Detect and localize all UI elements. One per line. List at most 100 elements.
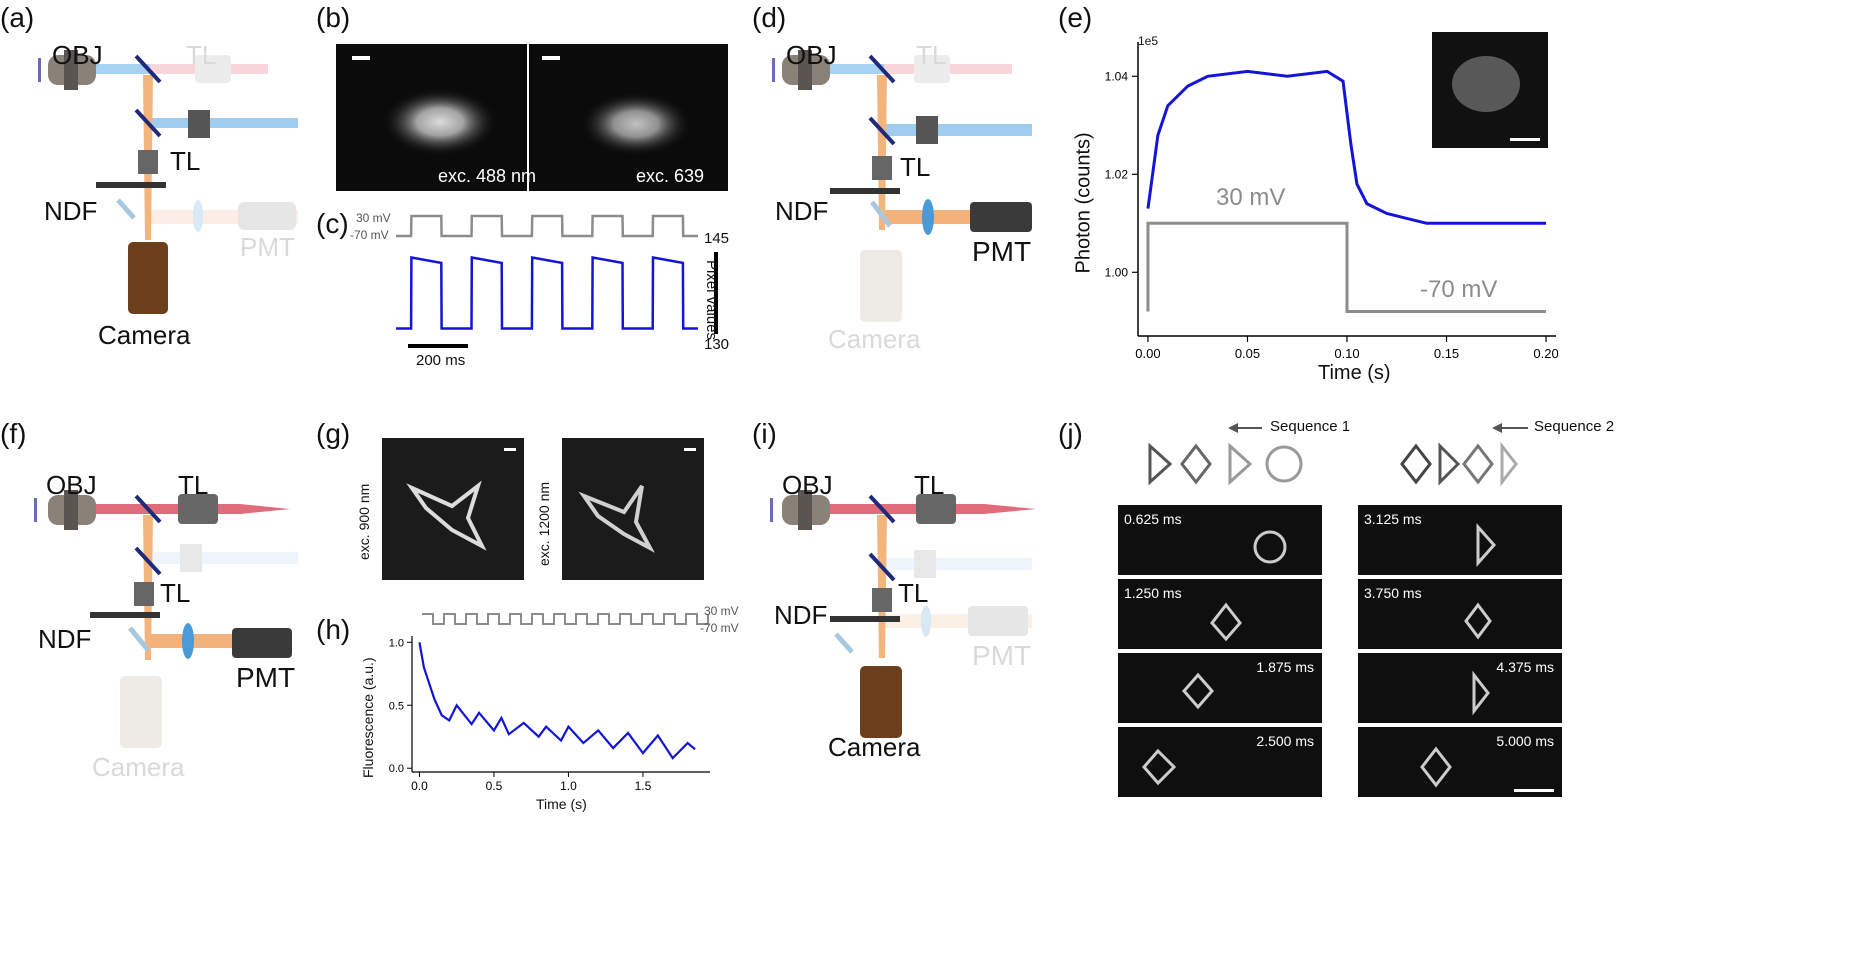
ndf-filter (116, 198, 136, 220)
ndf-filter (870, 200, 892, 228)
voltage-step-line (1146, 221, 1547, 313)
photon-trace-e (1146, 69, 1547, 225)
x-tick-label-h: 1.5 (635, 779, 652, 793)
frame-time: 4.375 ms (1496, 659, 1554, 675)
frame-diamond (1142, 748, 1177, 786)
dichroic-1 (868, 54, 896, 84)
sequence-header-j (1148, 423, 1528, 487)
v-high-e: 30 mV (1216, 184, 1286, 211)
frame-triangle (1476, 523, 1497, 567)
fluorescence-image-pair-b: exc. 488 nm exc. 639 nm (336, 44, 728, 207)
ndf-label-a: NDF (44, 196, 98, 226)
faded-lens (180, 544, 202, 572)
faded-camera-body (120, 676, 162, 748)
dichroic-1 (134, 494, 162, 524)
tl-label-i: TL (898, 578, 929, 608)
frame-time: 3.125 ms (1364, 511, 1422, 527)
frame-shape (1253, 530, 1287, 564)
seq1-triangle-2 (1228, 442, 1253, 486)
y-tick-label-e: 1.04 (1105, 69, 1129, 83)
camera-label-a: Camera (98, 320, 191, 350)
frame-time: 1.250 ms (1124, 585, 1182, 601)
ndf-filter (834, 632, 854, 654)
panel-label-b: (b) (316, 2, 351, 33)
x-tick-label-e: 0.10 (1334, 346, 1359, 361)
faded-blue-beam (148, 552, 298, 564)
pmt-body (970, 202, 1032, 232)
obj-beam (824, 504, 884, 514)
sample-slide (34, 498, 37, 522)
ndf-label-d: NDF (775, 196, 829, 226)
obj-label-a: OBJ (52, 40, 103, 70)
v-low-h: -70 mV (700, 621, 739, 635)
faded-pmt-lens (921, 605, 931, 637)
exc-900-label: exc. 900 nm (356, 483, 372, 560)
multiplier-e: 1e5 (1138, 34, 1159, 48)
pmt-lens (922, 199, 934, 235)
seq2-triangle-2 (1500, 441, 1518, 487)
faded-camera-body (860, 250, 902, 322)
sample-slide (770, 498, 773, 522)
frame-shape (1420, 746, 1554, 792)
scalebar-900 (504, 448, 516, 451)
seq2-triangle (1438, 442, 1461, 486)
tl-top-label-i: TL (914, 470, 945, 500)
vertical-beam (877, 515, 887, 658)
y-tick-label-e: 1.00 (1105, 265, 1129, 279)
setup-diagram-a (38, 50, 298, 314)
chart-c (396, 214, 718, 348)
frame-seq1-1: 0.625 ms (1118, 505, 1322, 575)
frame-shape (1142, 748, 1177, 786)
sample-slide (38, 58, 41, 82)
pixel-trace-c (396, 255, 698, 330)
obj-beam (90, 504, 150, 514)
y-tick-label-h: 1.0 (389, 637, 404, 649)
panel-label-f: (f) (0, 418, 27, 449)
faded-pmt-body (238, 202, 296, 230)
arrowhead-seq2 (1492, 423, 1502, 433)
faded-lens (914, 550, 936, 578)
frame-seq2-1: 3.125 ms (1358, 505, 1562, 575)
x-tick-label-e: 0.00 (1135, 346, 1160, 361)
y-title-c: Pixel values (703, 260, 720, 341)
image-900nm (382, 438, 524, 580)
tl-faded-label-a: TL (186, 40, 217, 70)
v-high-h: 30 mV (704, 604, 739, 618)
y-tick-label-e: 1.02 (1105, 167, 1129, 181)
tl-label-a: TL (170, 146, 201, 176)
objective-ring (798, 490, 812, 530)
frame-triangle (1472, 670, 1490, 716)
y-tick-label-h: 0.0 (389, 763, 404, 775)
objective-ring (64, 50, 78, 90)
dichroic-2 (868, 552, 896, 582)
v-high-c: 30 mV (356, 211, 391, 225)
ndf-wheel (96, 182, 166, 188)
fluorescence-trace-h (418, 642, 696, 760)
scalebar-left (352, 56, 370, 60)
panel-label-i: (i) (752, 418, 777, 449)
seq1-triangle (1148, 442, 1173, 486)
seq1-circle (1265, 445, 1303, 483)
frame-seq2-4: 5.000 ms (1358, 727, 1562, 797)
obj-label-d: OBJ (786, 40, 837, 70)
y-top-c: 145 (704, 230, 730, 247)
tube-lens-2 (916, 116, 938, 144)
obj-label-f: OBJ (46, 470, 97, 500)
tl-label-d: TL (900, 152, 931, 182)
camera-faded-label-f: Camera (92, 752, 185, 782)
sample-slide (772, 58, 775, 82)
pmt-lens (182, 623, 194, 659)
tl-label-f: TL (160, 578, 191, 608)
frame-diamond (1182, 672, 1214, 710)
sequence-1-label: Sequence 1 (1270, 418, 1351, 435)
cell-1200 (578, 448, 696, 553)
tube-lens (872, 588, 892, 612)
scalebar-right (542, 56, 560, 60)
scalebar-1200 (684, 448, 696, 451)
ndf-filter (128, 626, 150, 652)
tube-lens (134, 582, 154, 606)
objective-ring (64, 490, 78, 530)
seq2-diamond (1400, 443, 1432, 485)
